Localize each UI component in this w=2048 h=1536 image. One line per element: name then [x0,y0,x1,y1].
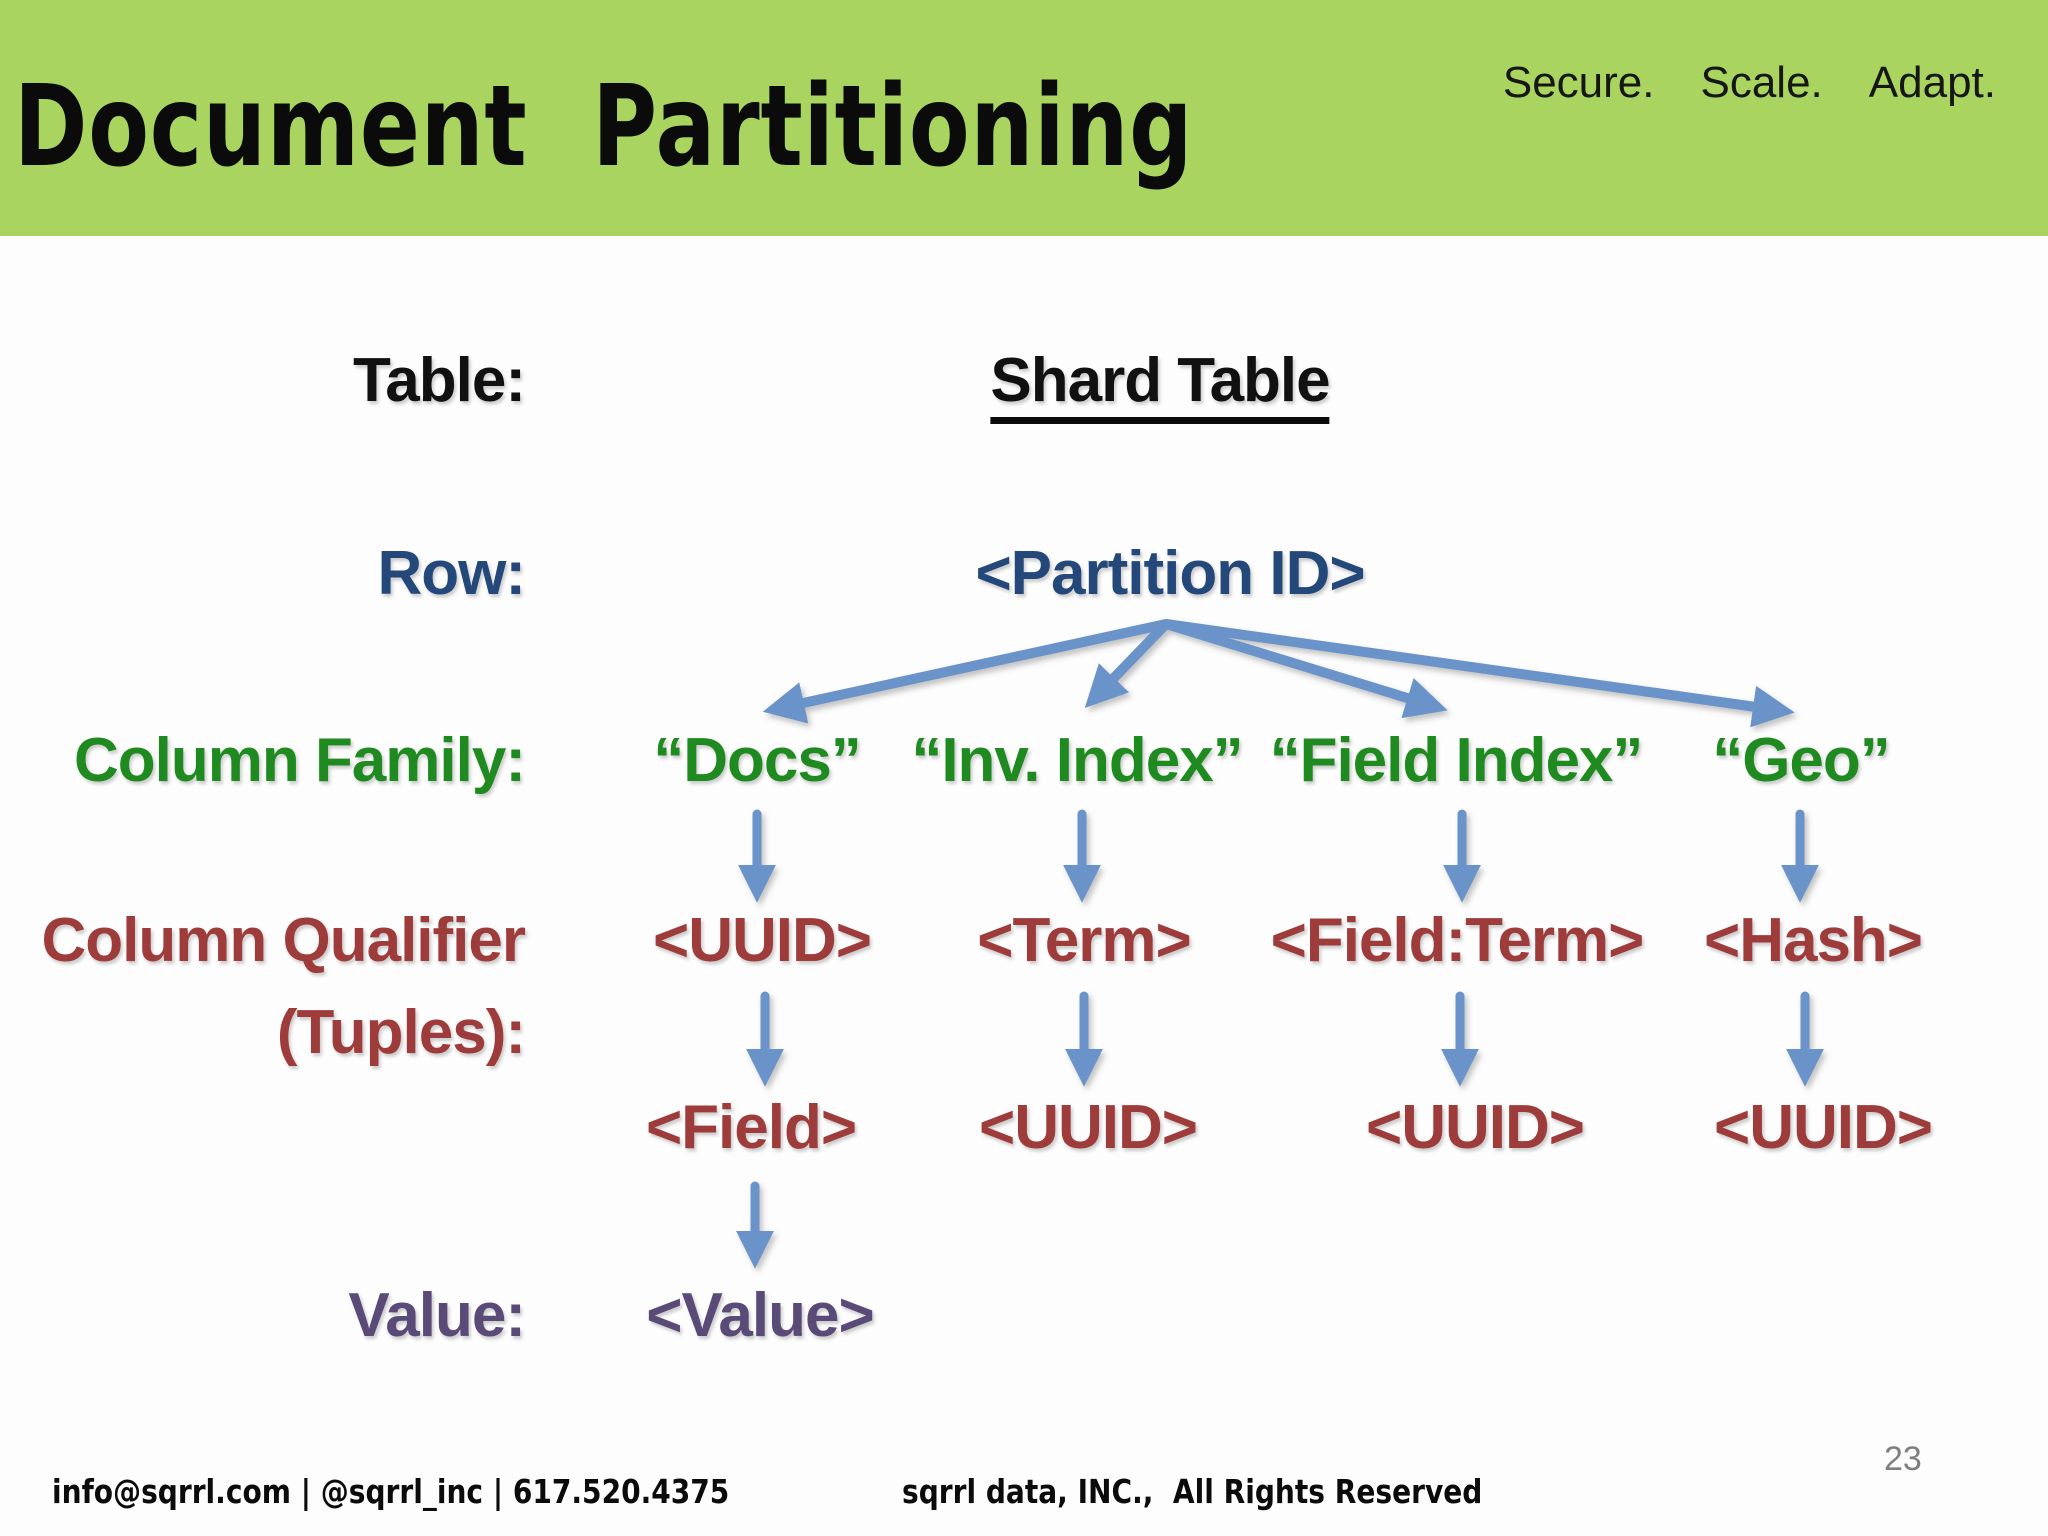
qualifier-item-field-term: <Field:Term> [1270,906,1645,975]
slide-title: Document Partitioning [14,62,1194,192]
column-qualifier-label-line1: Column Qualifier [41,906,526,975]
subtuple-item-uuid-term: <UUID> [979,1093,1198,1162]
table-value-shard-table: Shard Table [990,348,1331,425]
subtuple-item-uuid-fieldterm: <UUID> [1366,1093,1585,1162]
subtuple-item-uuid-hash: <UUID> [1714,1093,1933,1162]
footer-copyright: sqrrl data, INC., All Rights Reserved [902,1472,1483,1511]
tagline-secure: Secure. [1502,58,1655,107]
subtuple-item-field: <Field> [645,1093,857,1162]
column-family-item-inv-index: “Inv. Index” [911,726,1243,795]
column-family-item-field-index: “Field Index” [1269,726,1644,795]
brand-tagline: Secure. Scale. Adapt. [1503,58,1996,108]
row-value-partition-id: <Partition ID> [975,539,1365,608]
value-label: Value: [348,1281,526,1350]
arrow-partition-to-geo [1161,619,1795,728]
tagline-scale: Scale. [1700,58,1823,107]
qualifier-item-term: <Term> [977,906,1191,975]
footer-contact: info@sqrrl.com | @sqrrl_inc | 617.520.43… [52,1472,730,1511]
qualifier-item-uuid-docs: <UUID> [653,906,872,975]
arrow-partition-to-field-index [1161,619,1448,719]
arrow-partition-to-inv-index [1084,619,1171,709]
column-family-label: Column Family: [73,726,526,795]
column-qualifier-label-line2: (Tuples): [276,998,526,1067]
table-label: Table: [353,346,526,415]
value-item: <Value> [646,1281,874,1350]
column-family-item-geo: “Geo” [1712,726,1891,795]
slide-header: Document Partitioning Secure. Scale. Ada… [0,0,2048,236]
qualifier-item-hash: <Hash> [1703,906,1923,975]
column-family-item-docs: “Docs” [653,726,862,795]
row-label: Row: [377,539,526,608]
tagline-adapt: Adapt. [1868,58,1996,107]
page-number: 23 [1884,1440,1922,1478]
arrow-partition-to-docs [762,619,1171,724]
